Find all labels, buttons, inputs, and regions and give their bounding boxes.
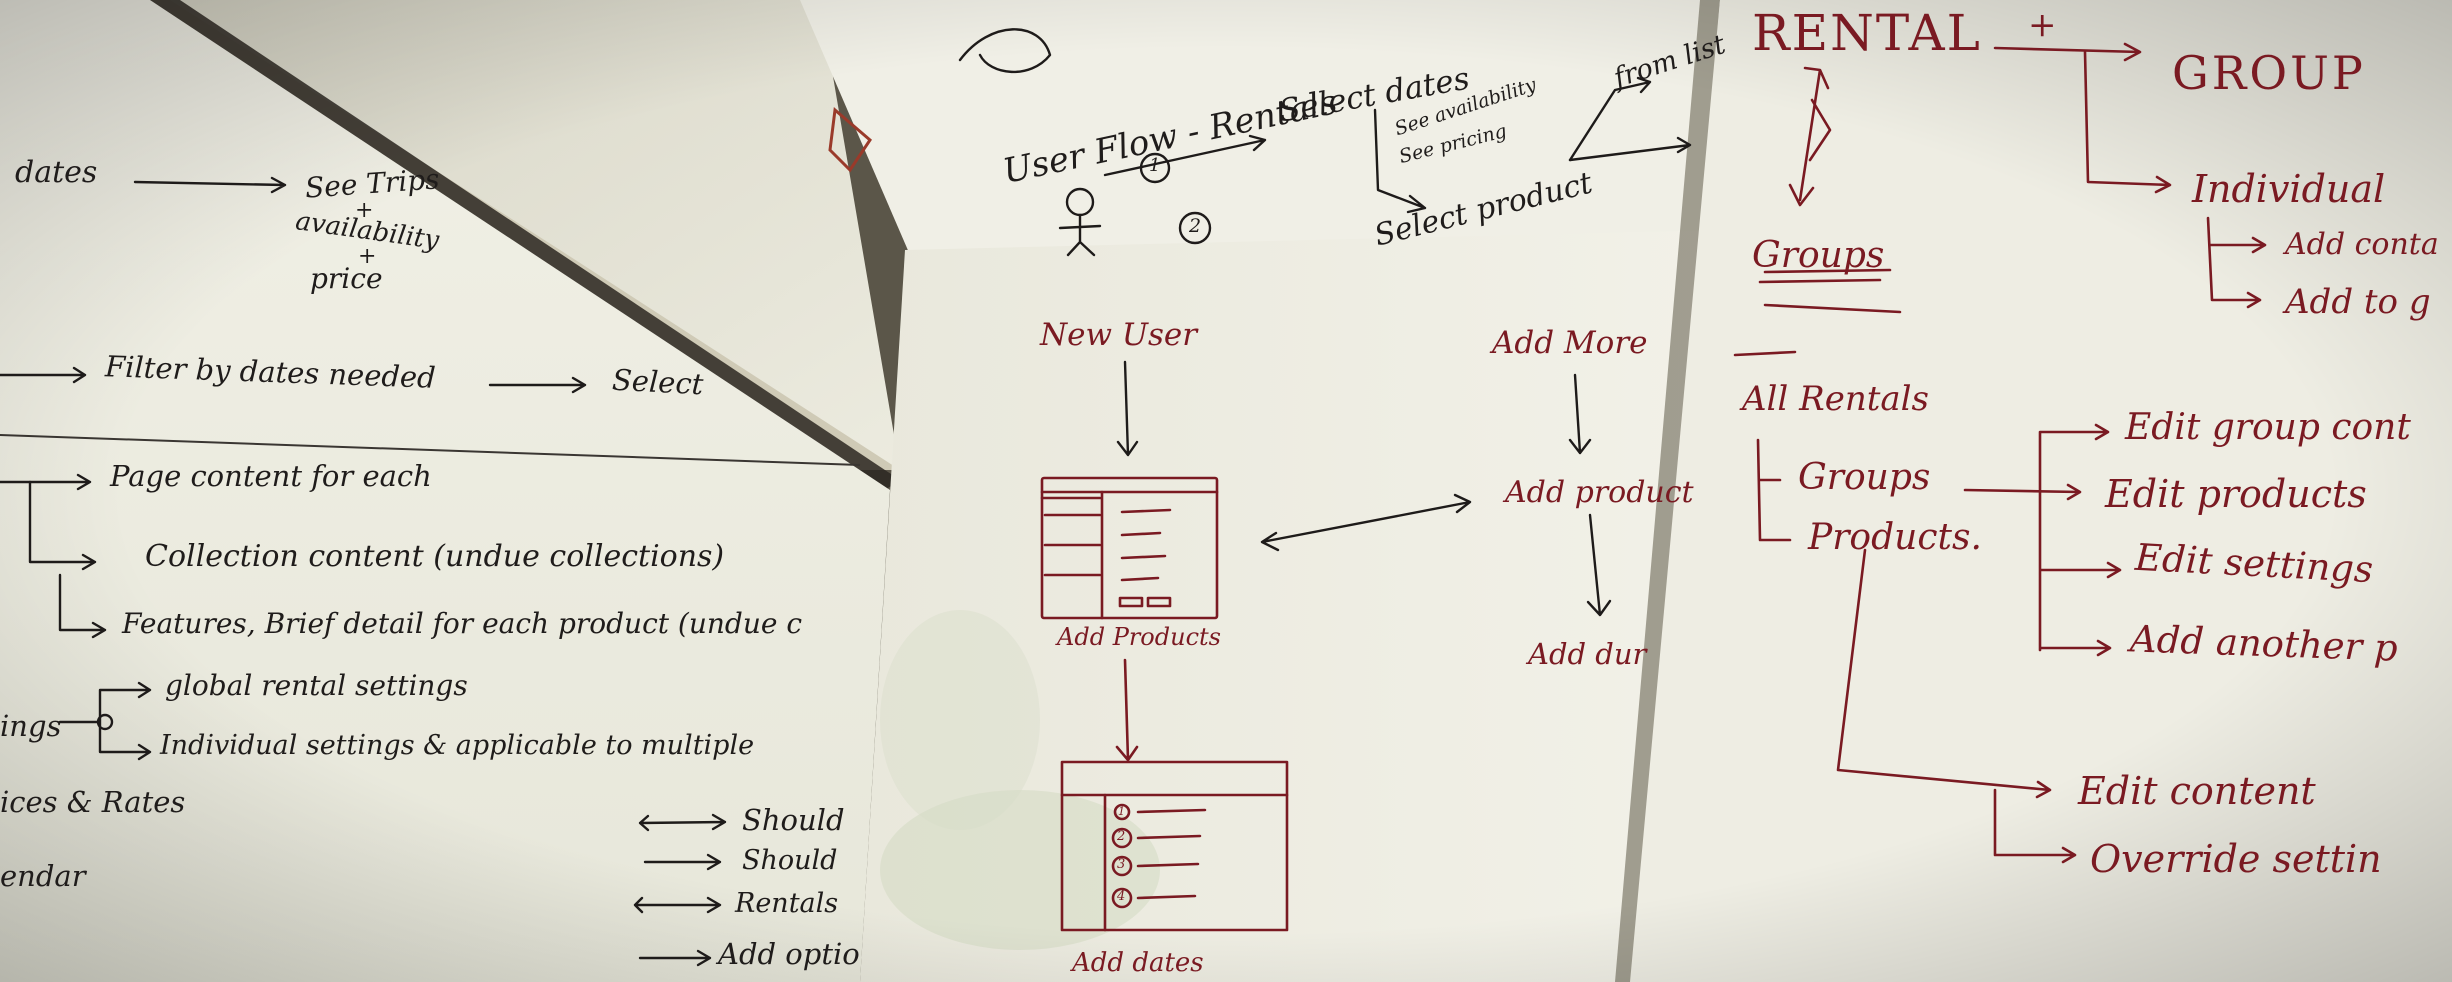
branch-features xyxy=(58,573,107,639)
right-all-rentals: All Rentals xyxy=(1742,379,1929,419)
left-collection-content: Collection content (undue collections) xyxy=(145,539,725,574)
left-dates: dates xyxy=(15,155,98,190)
mid-add-product: Add product xyxy=(1505,475,1694,510)
branch-collection xyxy=(28,480,97,571)
left-select: Select xyxy=(611,362,705,402)
strike-groups xyxy=(1758,268,1892,284)
arrow-from-list xyxy=(1568,76,1652,162)
step1-circle xyxy=(1139,152,1171,184)
mid-add-dur: Add dur xyxy=(1528,637,1647,671)
left-ings: ings xyxy=(0,709,62,743)
arrow-rentals xyxy=(633,896,722,914)
right-edit-group-cont: Edit group cont xyxy=(2125,407,2411,448)
left-price: price xyxy=(310,262,383,295)
mid-add-dates: Add dates xyxy=(1072,948,1204,978)
arrow-individual xyxy=(2083,50,2172,194)
left-calendar: endar xyxy=(0,859,86,893)
add-dates-wireframe xyxy=(1060,760,1289,932)
left-features: Features, Brief detail for each product … xyxy=(122,607,803,640)
left-page-content: Page content for each xyxy=(110,459,432,493)
top-step2: 2 xyxy=(1189,215,1202,237)
right-add-to-g: Add to g xyxy=(2285,282,2431,322)
arrow-to-select xyxy=(488,376,587,394)
mid-new-user: New User xyxy=(1040,317,1198,353)
stick-figure-body xyxy=(1058,213,1102,257)
arrow-page-content xyxy=(0,473,92,491)
arrow-rental-group xyxy=(1993,42,2142,62)
arrow-product-right xyxy=(1568,136,1692,162)
left-should-1: Should xyxy=(742,803,845,837)
arrow-add-to-g xyxy=(2206,216,2262,309)
arrow-step1 xyxy=(1103,134,1267,177)
left-plus1: + xyxy=(355,198,374,223)
right-override-settings: Override settin xyxy=(2090,837,2382,881)
arrow-add-product-down xyxy=(1586,513,1612,617)
underline-groups xyxy=(1763,303,1902,314)
left-global-settings: global rental settings xyxy=(165,669,468,702)
right-edit-products: Edit products xyxy=(2105,472,2367,516)
arrow-dates-to-trips xyxy=(133,176,287,194)
double-arrow-add-more xyxy=(1260,493,1472,552)
mid-add-more: Add More xyxy=(1492,325,1648,361)
arrow-to-filter xyxy=(0,366,87,384)
left-add-options: Add optio xyxy=(718,937,860,971)
arrow-to-select-product xyxy=(1373,108,1427,214)
arrow-add-conta xyxy=(2208,236,2267,254)
zigzag xyxy=(1808,98,1832,162)
left-prices-rates: ices & Rates xyxy=(0,785,186,819)
mid-list-3: 3 xyxy=(1117,857,1126,872)
mid-list-2: 2 xyxy=(1117,829,1126,844)
right-plus: + xyxy=(2028,5,2057,45)
arrow-groups-products xyxy=(1963,483,2082,501)
right-individual: Individual xyxy=(2192,167,2386,211)
tree-group-actions xyxy=(2038,423,2122,657)
arrow-new-user-down xyxy=(1116,360,1139,457)
mid-add-products: Add Products xyxy=(1057,623,1221,651)
mid-list-1: 1 xyxy=(1118,805,1125,818)
add-products-wireframe xyxy=(1040,476,1219,620)
right-groups: Groups xyxy=(1798,457,1931,498)
scribble-top xyxy=(958,28,1052,74)
arrow-add-more-down xyxy=(1568,373,1592,455)
mid-list-4: 4 xyxy=(1117,889,1126,904)
arrow-products-to-dates xyxy=(1115,658,1139,762)
left-rentals: Rentals xyxy=(735,888,839,919)
branch-settings xyxy=(58,681,152,761)
tree-all-rentals xyxy=(1756,438,1792,542)
arrow-should-1 xyxy=(638,813,727,832)
left-should-2: Should xyxy=(742,845,838,876)
node-settings xyxy=(96,713,114,731)
right-products: Products. xyxy=(1808,517,1982,558)
arrow-rental-down xyxy=(1788,66,1830,207)
right-groups-struck: Groups xyxy=(1752,235,1885,276)
stick-figure-head xyxy=(1065,187,1095,217)
strike-small xyxy=(1733,350,1797,357)
right-add-conta: Add conta xyxy=(2285,227,2439,262)
left-individual-settings: Individual settings & applicable to mult… xyxy=(160,730,755,761)
top-step1: 1 xyxy=(1149,155,1161,176)
right-add-another: Add another p xyxy=(2129,617,2399,670)
arrow-override xyxy=(1993,788,2077,864)
right-rental: RENTAL xyxy=(1752,4,1982,62)
step2-circle xyxy=(1178,211,1212,245)
left-plus2: + xyxy=(358,244,377,269)
right-edit-content: Edit content xyxy=(2078,769,2316,813)
arrow-add-options xyxy=(638,949,712,967)
arrow-products-edit-content xyxy=(1836,548,2052,799)
right-group: GROUP xyxy=(2172,46,2366,100)
arrow-should-2 xyxy=(643,853,722,871)
